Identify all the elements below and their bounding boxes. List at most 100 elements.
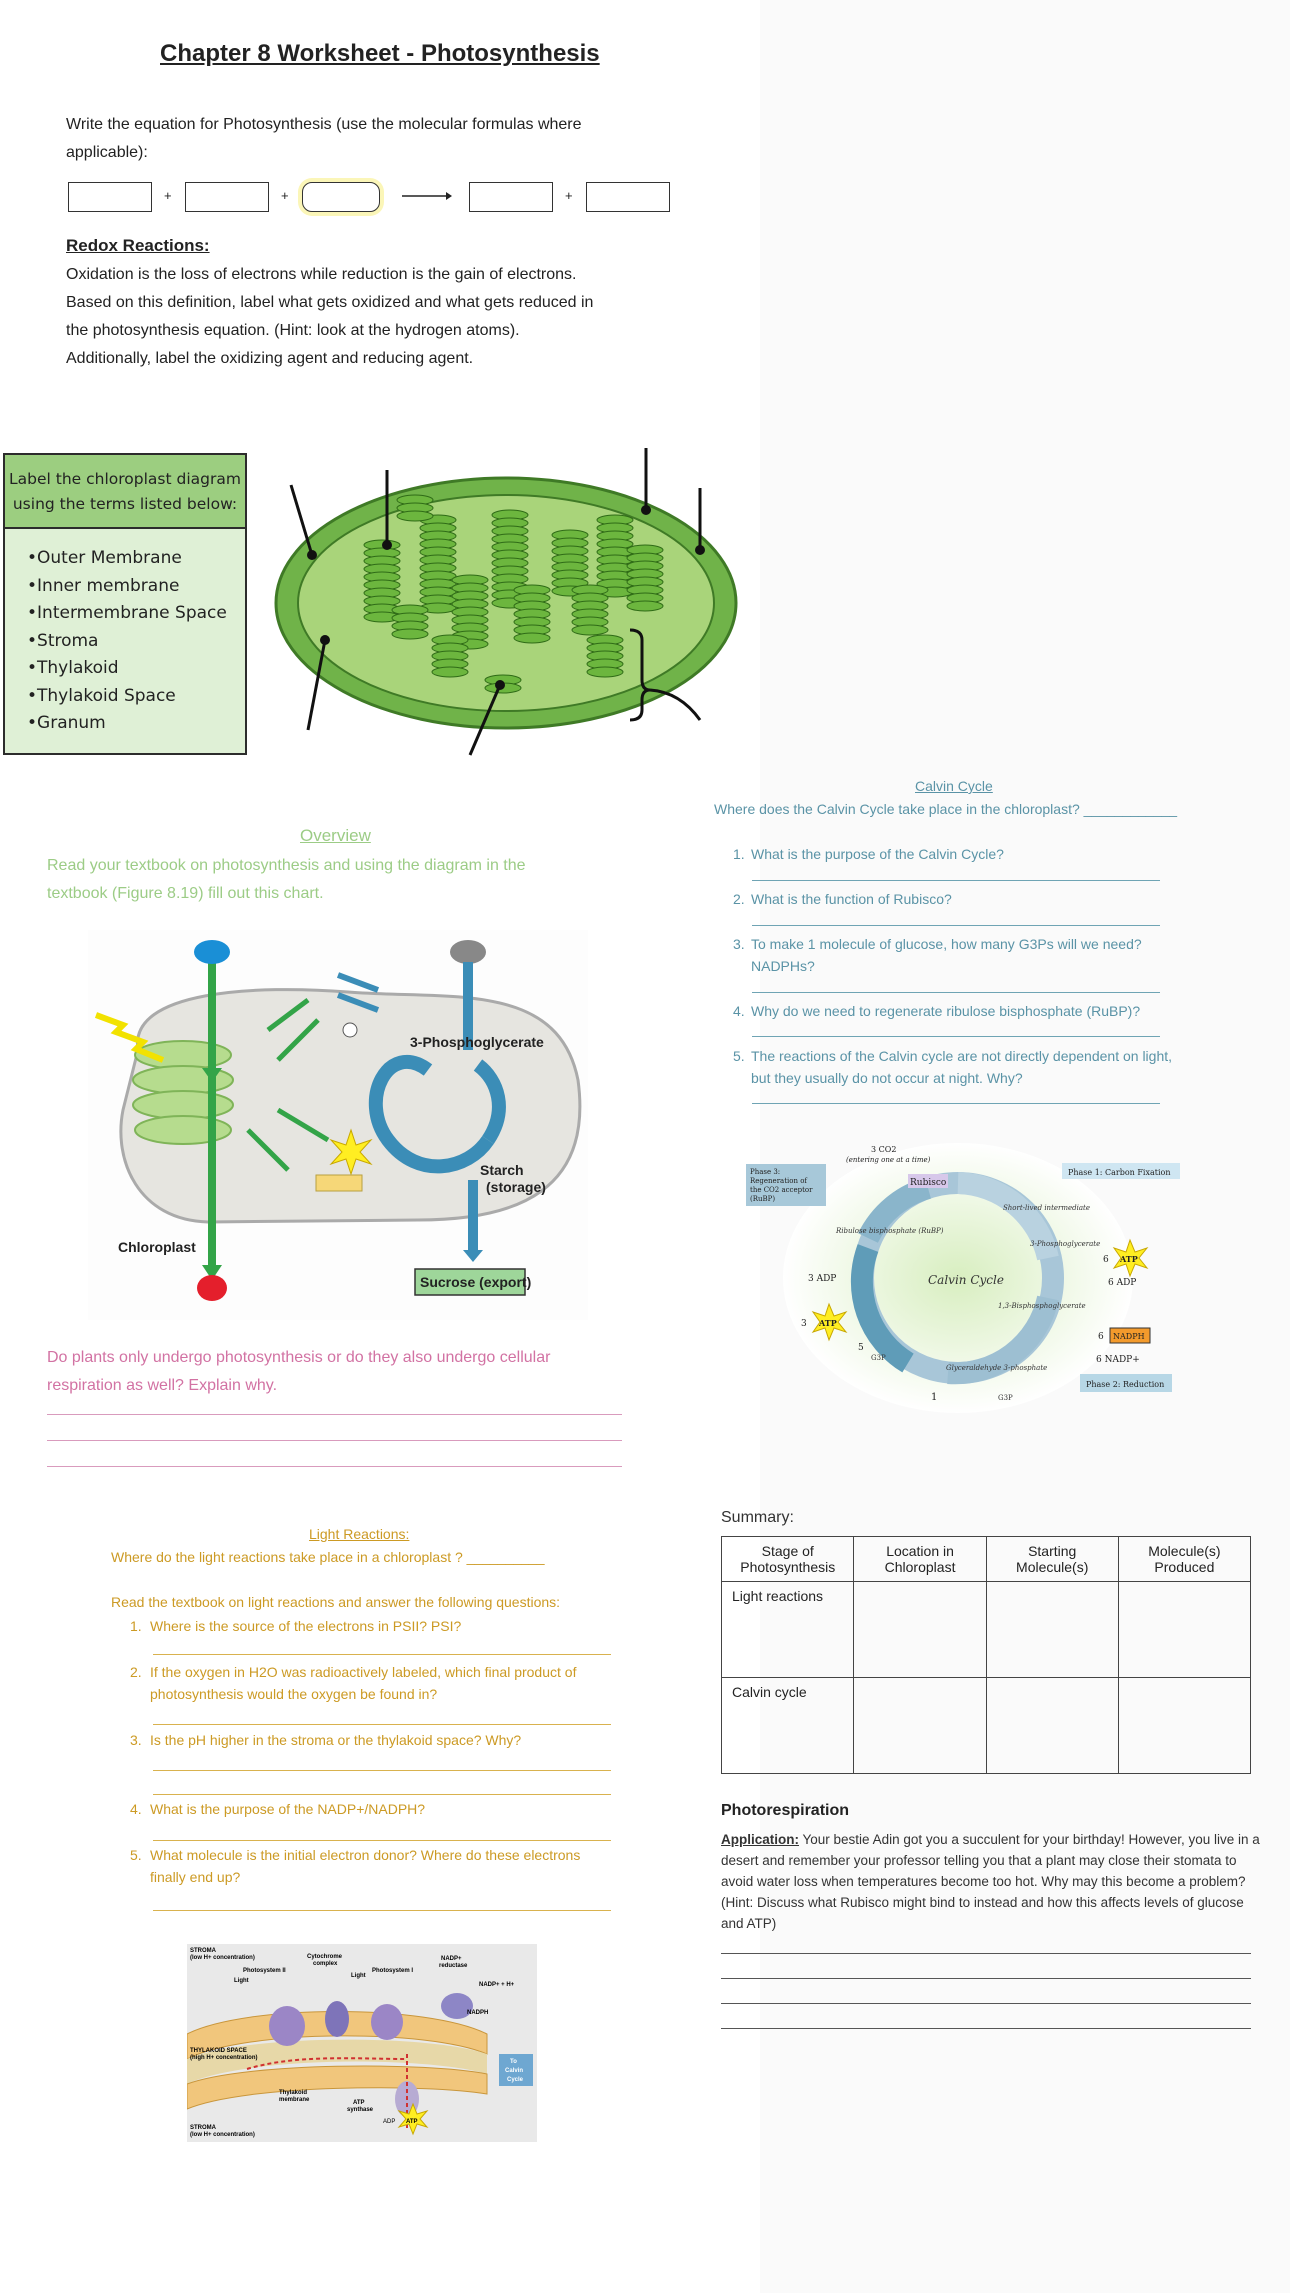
calvin-question: 4.Why do we need to regenerate ribulose … — [733, 1000, 1203, 1022]
phase3-label: the CO2 acceptor — [750, 1186, 813, 1194]
calvin-heading: Calvin Cycle — [915, 778, 993, 794]
redox-line: Oxidation is the loss of electrons while… — [66, 266, 577, 283]
answer-line[interactable] — [153, 1654, 611, 1655]
calvin-cycle-diagram: Calvin Cycle 3 CO2 (entering one at a ti… — [746, 1143, 1180, 1413]
phase3-label: (RuBP) — [750, 1195, 775, 1203]
calvin-question: 5.The reactions of the Calvin cycle are … — [733, 1045, 1203, 1089]
application-line: avoid water loss when temperatures becom… — [721, 1874, 1246, 1889]
answer-line[interactable] — [153, 1770, 611, 1771]
calvin-where: Where does the Calvin Cycle take place i… — [714, 801, 1178, 817]
answer-cell[interactable] — [985, 1581, 1119, 1678]
starch-label: Starch — [480, 1162, 524, 1178]
overview-line: Read your textbook on photosynthesis and… — [47, 857, 526, 874]
cytochrome-label: Cytochrome — [307, 1954, 343, 1960]
g3p-label: G3P — [998, 1394, 1013, 1402]
question-number: 2. — [130, 1664, 142, 1680]
calvin-question: 2.What is the function of Rubisco? — [733, 888, 1203, 910]
short-lived-label: Short-lived intermediate — [1003, 1204, 1090, 1212]
granum-disc — [626, 600, 664, 612]
answer-line[interactable] — [47, 1466, 622, 1467]
plus-sign: + — [565, 188, 573, 203]
reactant-box-1[interactable] — [68, 182, 152, 212]
answer-line[interactable] — [153, 1724, 611, 1725]
answer-cell[interactable] — [1117, 1581, 1252, 1678]
chloroplast-term-box: Label the chloroplast diagram using the … — [3, 453, 247, 755]
answer-line[interactable] — [752, 880, 1160, 881]
product-box-2[interactable] — [586, 182, 670, 212]
reactant-box-2[interactable] — [185, 182, 269, 212]
overview-line: textbook (Figure 8.19) fill out this cha… — [47, 885, 324, 902]
answer-cell[interactable] — [853, 1581, 987, 1678]
phase3-label: Regeneration of — [750, 1177, 808, 1185]
answer-cell[interactable] — [985, 1677, 1119, 1774]
nadp-reductase-label: NADP+ — [441, 1956, 462, 1962]
application-label: Application: — [721, 1832, 799, 1847]
header-text: Produced — [1154, 1559, 1215, 1575]
light-question-list: 1.Where is the source of the electrons i… — [130, 1615, 630, 1888]
answer-line[interactable] — [721, 1978, 1251, 1979]
answer-line[interactable] — [752, 1036, 1160, 1037]
answer-line[interactable] — [752, 925, 1160, 926]
answer-line[interactable] — [752, 1103, 1160, 1104]
light-reactions-diagram: ATP ADP To Calvin Cycle STROMA (low H+ c… — [187, 1944, 537, 2142]
atp-label: ATP — [1119, 1254, 1138, 1264]
equation-prompt: Write the equation for Photosynthesis (u… — [66, 116, 582, 161]
to-calvin-label: Cycle — [507, 2077, 524, 2083]
thylakoid-membrane-label: membrane — [279, 2097, 310, 2103]
header-text: Molecule(s) — [1148, 1543, 1221, 1559]
question-text: Where is the source of the electrons in … — [150, 1618, 462, 1634]
question-text: The reactions of the Calvin cycle are no… — [751, 1048, 1173, 1064]
count-six: 6 — [1103, 1255, 1109, 1265]
calvin-question-list: 1.What is the purpose of the Calvin Cycl… — [733, 843, 1203, 1089]
overview-heading: Overview — [300, 826, 371, 845]
plus-sign: + — [164, 188, 172, 203]
redox-line: Additionally, label the oxidizing agent … — [66, 350, 474, 367]
question-number: 5. — [130, 1847, 142, 1863]
answer-line[interactable] — [153, 1794, 611, 1795]
question-text: NADPHs? — [751, 958, 815, 974]
answer-line[interactable] — [47, 1440, 622, 1441]
count-one: 1 — [931, 1392, 937, 1403]
calvin-question: 3.To make 1 molecule of glucose, how man… — [733, 933, 1203, 977]
stroma-label: (low H+ concentration) — [190, 1955, 255, 1961]
term-box-heading: Label the chloroplast diagram using the … — [5, 455, 245, 529]
stroma-label: STROMA — [190, 1948, 217, 1954]
stage-cell: Calvin cycle — [720, 1677, 855, 1774]
answer-line[interactable] — [752, 992, 1160, 993]
answer-line[interactable] — [153, 1910, 611, 1911]
page-title: Chapter 8 Worksheet - Photosynthesis — [160, 40, 600, 67]
question-text: Why do we need to regenerate ribulose bi… — [751, 1003, 1141, 1019]
co2-label: 3 CO2 — [871, 1145, 896, 1154]
question-text: photosynthesis would the oxygen be found… — [150, 1686, 438, 1702]
count-six: 6 — [1098, 1332, 1104, 1342]
answer-cell[interactable] — [1117, 1677, 1252, 1774]
answer-line[interactable] — [721, 1953, 1251, 1954]
light-where: Where do the light reactions take place … — [111, 1549, 545, 1565]
light-intro: Read the textbook on light reactions and… — [111, 1594, 561, 1610]
co2-sublabel: (entering one at a time) — [846, 1156, 931, 1164]
term-item: •Inner membrane — [27, 575, 180, 596]
answer-line[interactable] — [721, 2028, 1251, 2029]
rubp-label: Ribulose bisphosphate (RuBP) — [835, 1227, 944, 1235]
light-question: 3.Is the pH higher in the stroma or the … — [130, 1729, 630, 1751]
application-line: and ATP) — [721, 1916, 777, 1931]
answer-line[interactable] — [721, 2003, 1251, 2004]
header-text: Photosynthesis — [740, 1559, 836, 1575]
stage-cell: Light reactions — [720, 1581, 855, 1678]
answer-line[interactable] — [47, 1414, 622, 1415]
answer-cell[interactable] — [853, 1677, 987, 1774]
stroma-label: STROMA — [190, 2125, 217, 2131]
stroma-label: (low H+ concentration) — [190, 2132, 255, 2138]
plants-question: Do plants only undergo photosynthesis or… — [47, 1344, 550, 1400]
answer-line[interactable] — [153, 1840, 611, 1841]
product-box-1[interactable] — [469, 182, 553, 212]
reactant-box-3[interactable] — [302, 182, 380, 212]
question-text: What is the function of Rubisco? — [751, 891, 952, 907]
thylakoid-membrane-label: Thylakoid — [279, 2090, 307, 2096]
question-text: but they usually do not occur at night. … — [751, 1070, 1023, 1086]
photorespiration-heading: Photorespiration — [721, 1802, 850, 1819]
